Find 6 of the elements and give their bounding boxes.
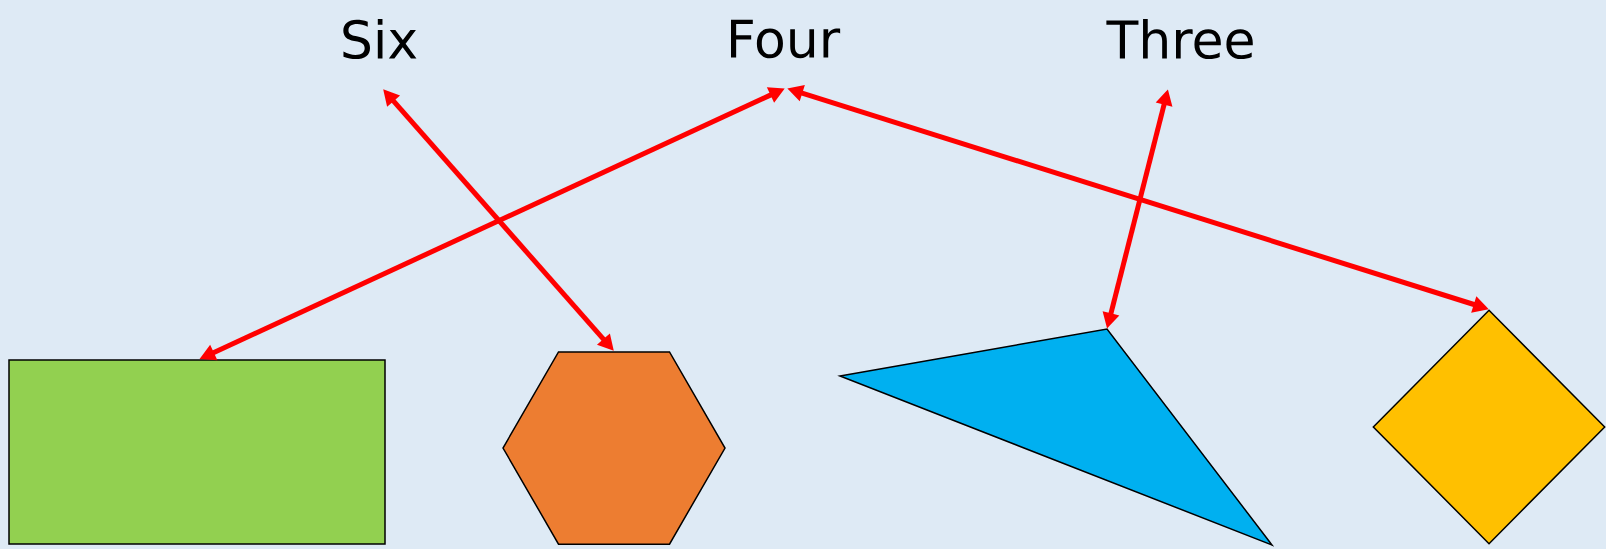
diamond-shape [1372,309,1606,545]
label-text: Four [731,19,841,59]
hexagon-shape [502,351,726,545]
rectangle-shape [8,359,386,545]
label-text: Three [1106,18,1253,60]
label-text: Six [343,18,417,60]
